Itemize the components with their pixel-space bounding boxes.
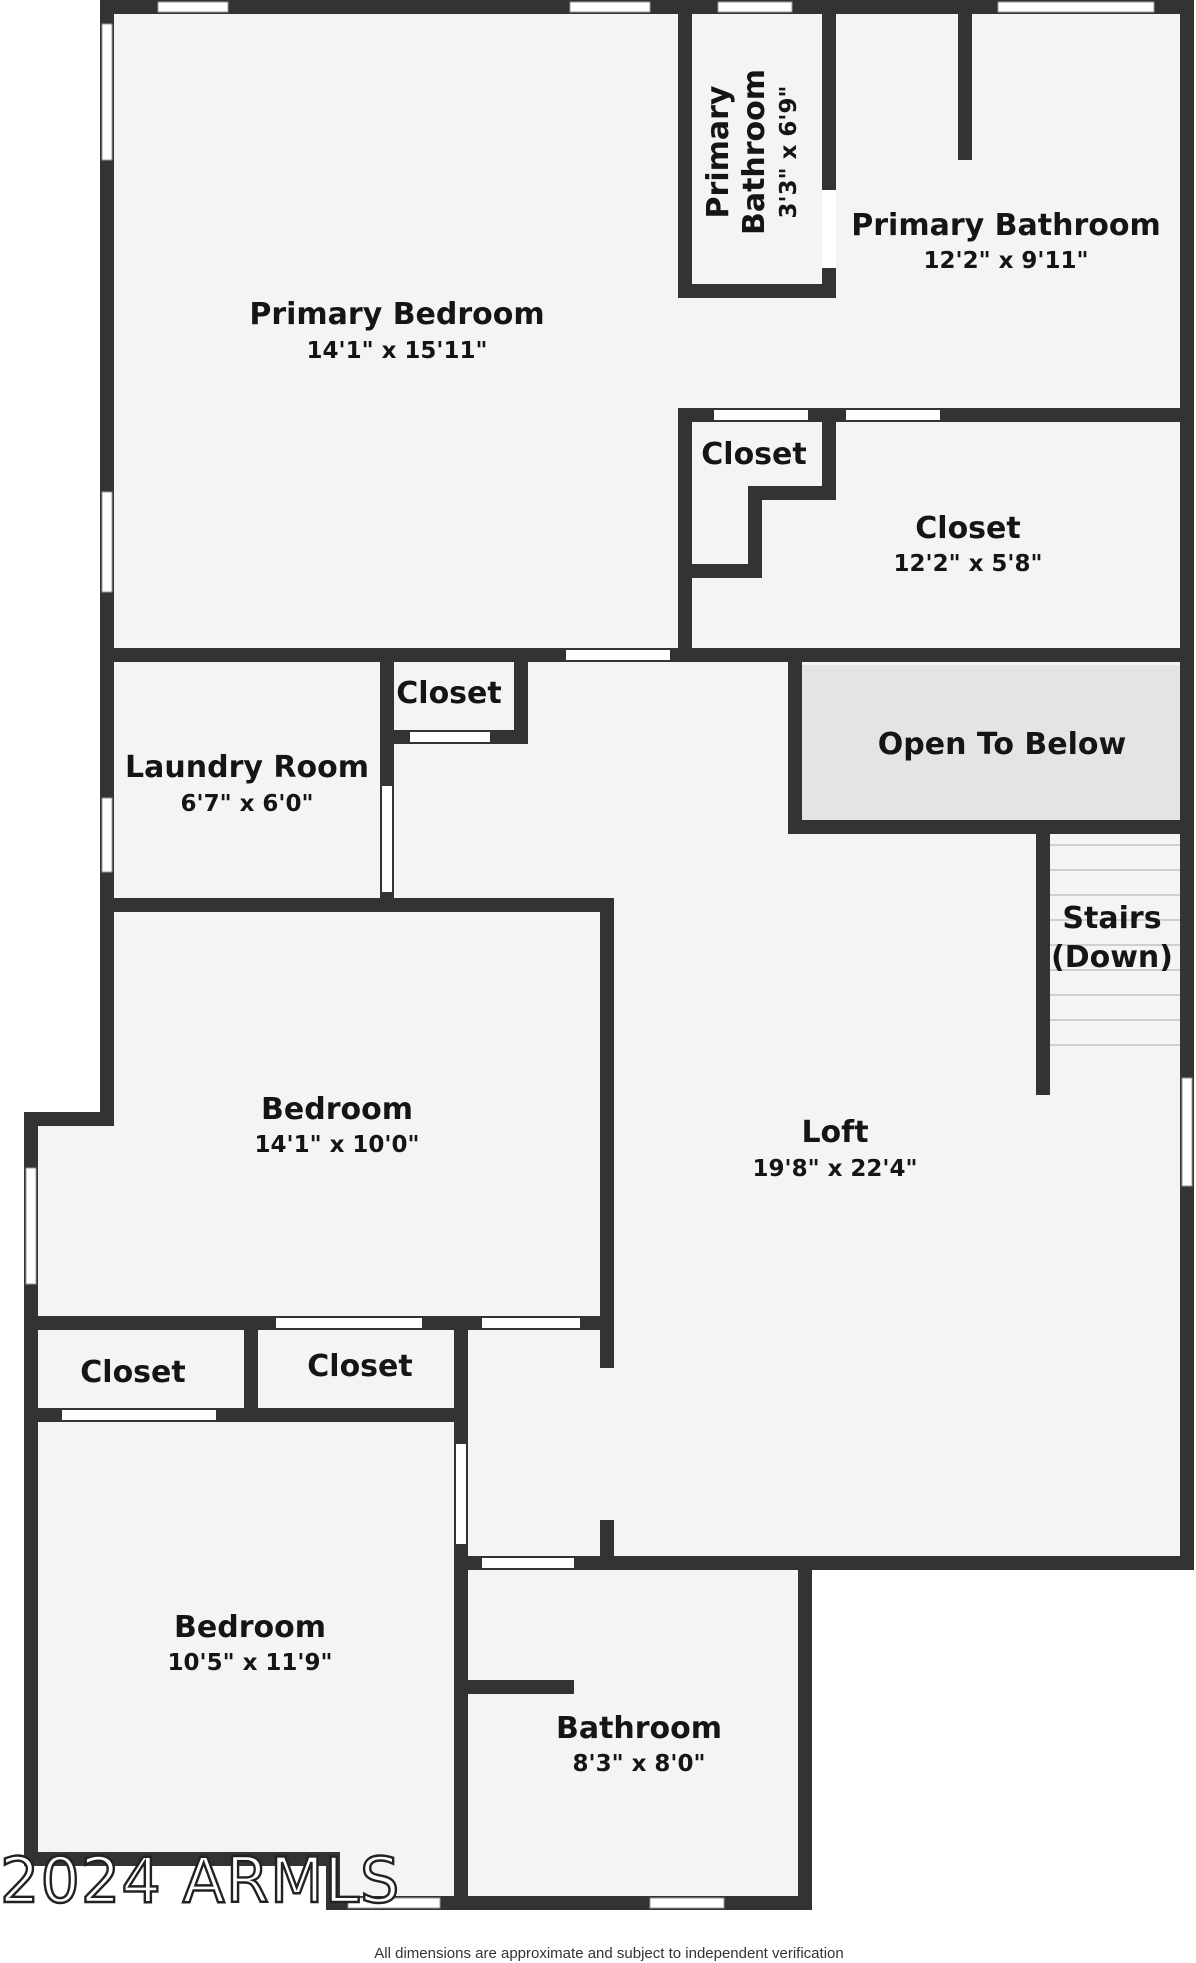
room-dims-laundry-room: 6'7" x 6'0" bbox=[181, 791, 314, 817]
stairs-treads bbox=[1050, 844, 1185, 1046]
room-labels: Primary Bedroom 14'1" x 15'11" Primary B… bbox=[80, 69, 1173, 1777]
room-name-primary-bathroom-small-line1: Primary bbox=[701, 85, 736, 218]
open-to-below-area bbox=[797, 665, 1185, 825]
room-name-loft: Loft bbox=[801, 1115, 868, 1150]
room-name-bathroom: Bathroom bbox=[556, 1711, 722, 1746]
watermark: 2024 ARMLS bbox=[0, 1844, 400, 1917]
footnote: All dimensions are approximate and subje… bbox=[374, 1945, 843, 1962]
interior-walls bbox=[24, 14, 1194, 1908]
room-dims-closet-large: 12'2" x 5'8" bbox=[894, 551, 1043, 577]
room-name-open-to-below: Open To Below bbox=[878, 727, 1126, 762]
room-name-primary-bedroom: Primary Bedroom bbox=[249, 297, 544, 332]
room-name-bedroom-lower: Bedroom bbox=[174, 1610, 326, 1645]
room-name-primary-bathroom-small-line2: Bathroom bbox=[737, 69, 772, 235]
primary-bathroom-small-label: Primary Bathroom 3'3" x 6'9" bbox=[701, 69, 802, 235]
room-name-closet-lower-mid: Closet bbox=[307, 1349, 412, 1384]
room-name-closet-large: Closet bbox=[915, 511, 1020, 546]
room-dims-primary-bedroom: 14'1" x 15'11" bbox=[307, 338, 488, 364]
room-name-stairs-line2: (Down) bbox=[1051, 940, 1173, 975]
room-name-stairs-line1: Stairs bbox=[1062, 901, 1161, 936]
room-name-bedroom-upper: Bedroom bbox=[261, 1092, 413, 1127]
room-name-closet-upper-hall: Closet bbox=[396, 676, 501, 711]
room-name-closet-small-top: Closet bbox=[701, 437, 806, 472]
room-name-laundry-room: Laundry Room bbox=[125, 750, 369, 785]
room-dims-bedroom-upper: 14'1" x 10'0" bbox=[255, 1132, 420, 1158]
room-name-closet-lower-left: Closet bbox=[80, 1355, 185, 1390]
room-dims-primary-bathroom-small: 3'3" x 6'9" bbox=[776, 86, 802, 219]
room-dims-bathroom: 8'3" x 8'0" bbox=[573, 1751, 706, 1777]
room-dims-primary-bathroom: 12'2" x 9'11" bbox=[924, 248, 1089, 274]
windows-and-openings bbox=[25, 1, 1193, 1909]
room-name-primary-bathroom: Primary Bathroom bbox=[851, 208, 1160, 243]
room-dims-bedroom-lower: 10'5" x 11'9" bbox=[168, 1650, 333, 1676]
room-dims-loft: 19'8" x 22'4" bbox=[753, 1156, 918, 1182]
